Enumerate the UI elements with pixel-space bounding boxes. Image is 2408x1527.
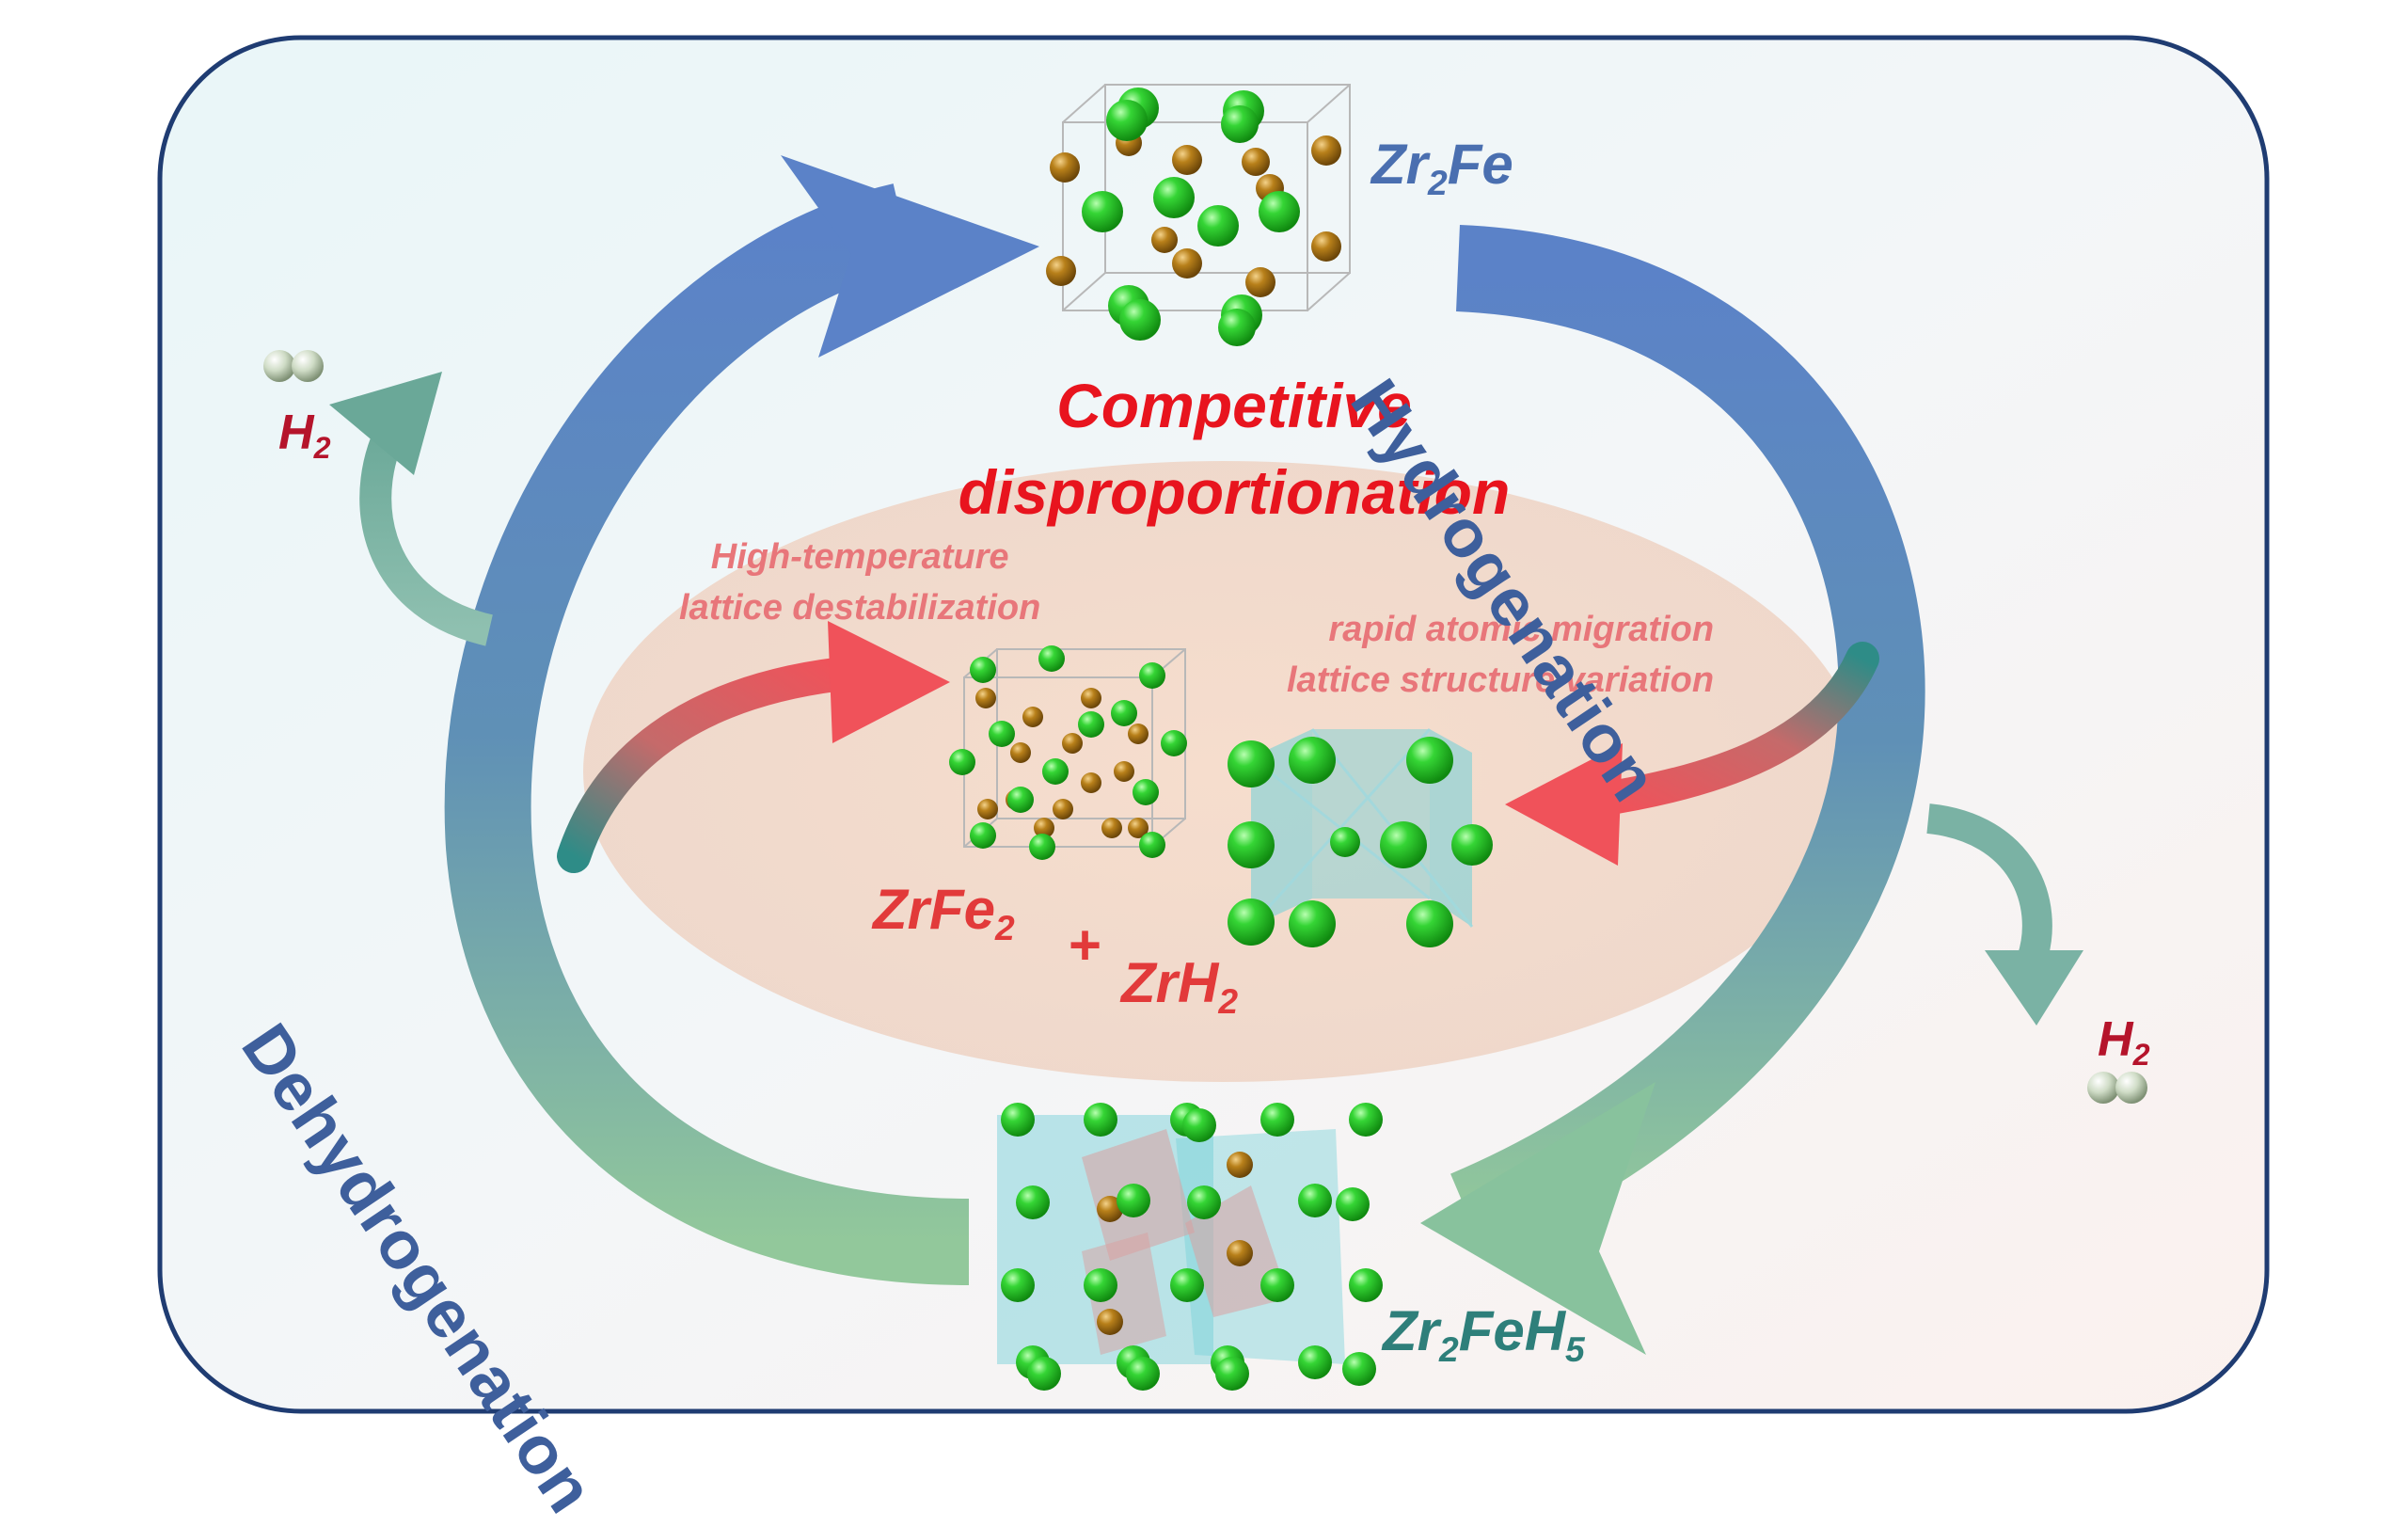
zrfe2-base: ZrFe [873, 878, 996, 941]
central-ellipse [583, 461, 1862, 1082]
note-left-line2: lattice destabilization [679, 588, 1041, 628]
zr2feh5-sub2: 5 [1565, 1328, 1585, 1369]
cycle-ring [444, 155, 1925, 1355]
plus-sign: + [1069, 914, 1102, 977]
note-left: High-temperature lattice destabilization [679, 532, 1040, 633]
h2-label-left: H2 [278, 405, 331, 465]
h2-left-base: H [278, 406, 314, 460]
note-right-line1: rapid atomic migration [1328, 610, 1715, 649]
headline: Competitive disproportionation [958, 362, 1511, 535]
gas-arrow-right [1925, 803, 2083, 1026]
headline-line2: disproportionation [958, 457, 1511, 527]
disproportionation-diagram [157, 35, 2270, 1414]
zr2fe-base: Zr [1371, 133, 1428, 196]
h2-right-sub: 2 [2132, 1038, 2150, 1073]
compound-zrfe2: ZrFe2 [873, 877, 1015, 947]
zrh2-base: ZrH [1121, 951, 1219, 1014]
cycle-arrowhead-bottom [1420, 1082, 1656, 1355]
zrfe2-sub: 2 [995, 907, 1015, 947]
red-arrow-right [1505, 642, 1879, 866]
headline-line1: Competitive [1056, 371, 1412, 440]
zr2fe-rest: Fe [1447, 133, 1513, 196]
zrfe2-crystal [949, 645, 1187, 860]
h2-right-base: H [2098, 1012, 2133, 1067]
note-left-line1: High-temperature [710, 537, 1009, 577]
compound-zrh2: ZrH2 [1121, 950, 1238, 1021]
zr2feh5-mid: FeH [1458, 1299, 1566, 1362]
h2-left-sub: 2 [313, 431, 331, 466]
gas-arrow-left [329, 372, 494, 646]
note-right: rapid atomic migration lattice structure… [1287, 604, 1714, 706]
red-arrow-left [557, 621, 950, 873]
h2-label-right: H2 [2098, 1011, 2150, 1072]
h2-molecule-right [2087, 1072, 2147, 1104]
compound-zr2fe: Zr2Fe [1371, 132, 1513, 202]
zr2fe-sub: 2 [1428, 162, 1448, 202]
zrh2-sub: 2 [1218, 980, 1239, 1021]
compound-zr2feh5: Zr2FeH5 [1383, 1298, 1585, 1369]
zr2feh5-base: Zr [1383, 1299, 1439, 1362]
zr2feh5-sub1: 2 [1439, 1328, 1459, 1369]
cycle-arrowhead-top [781, 155, 1039, 358]
zr2feh5-crystal [997, 1103, 1383, 1391]
zr2fe-crystal [1046, 84, 1351, 346]
h2-molecule-left [263, 350, 324, 382]
zrh2-crystal [1228, 727, 1493, 947]
note-right-line2: lattice structure variation [1287, 660, 1715, 700]
